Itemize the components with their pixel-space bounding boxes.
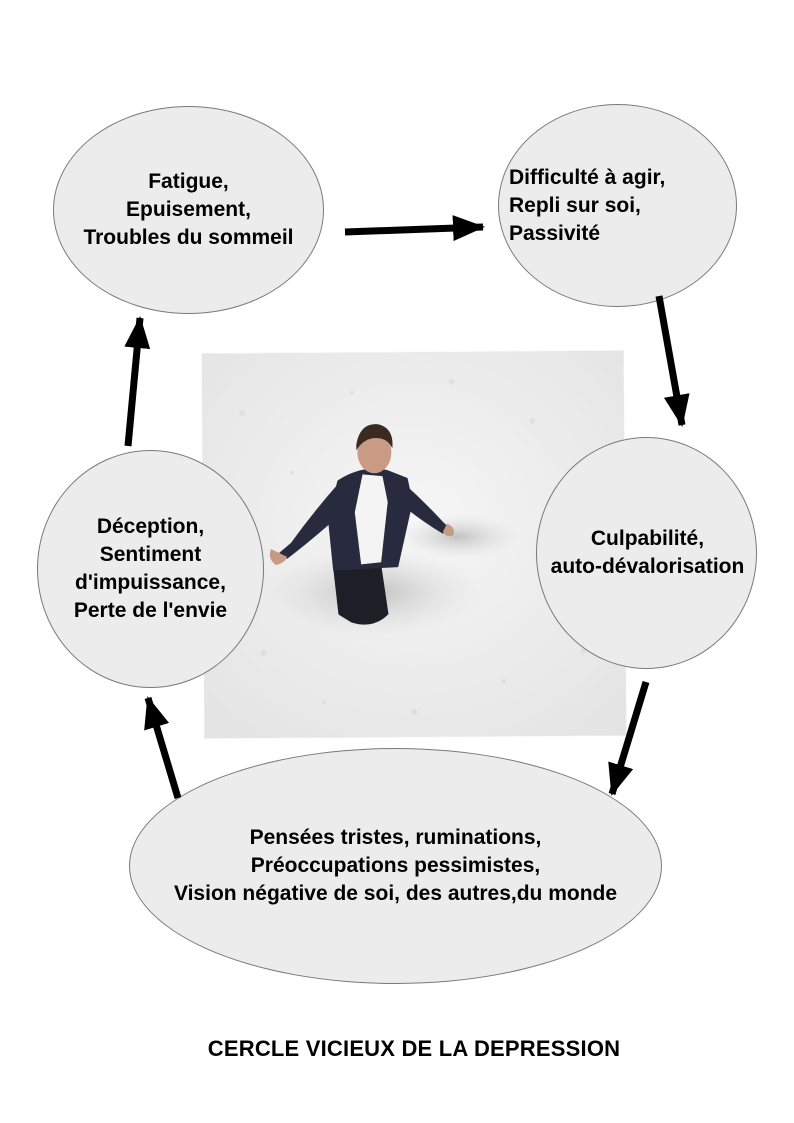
node-deception-line-3: d'impuissance, xyxy=(75,571,226,594)
node-difficulte-line-2: Repli sur soi, xyxy=(509,193,641,217)
central-photo xyxy=(201,350,627,739)
node-deception-line-1: Déception, xyxy=(96,515,205,538)
node-deception: Déception, Sentiment d'impuissance, Pert… xyxy=(37,450,264,688)
node-fatigue-line-2: Epuisement, xyxy=(126,198,251,221)
node-difficulte-label: Difficulté à agir, Repli sur soi, Passiv… xyxy=(509,164,665,248)
node-difficulte-line-1: Difficulté à agir, xyxy=(509,165,666,189)
node-culpabilite: Culpabilité, auto-dévalorisation xyxy=(536,437,757,669)
node-deception-label: Déception, Sentiment d'impuissance, Pert… xyxy=(74,513,227,625)
arrow-culpabilite-to-pensees xyxy=(608,680,650,796)
node-culpabilite-line-1: Culpabilité, xyxy=(590,527,705,550)
node-pensees-label: Pensées tristes, ruminations, Préoccupat… xyxy=(174,824,617,908)
node-pensees-line-3: Vision négative de soi, des autres,du mo… xyxy=(173,882,618,905)
node-deception-line-2: Sentiment xyxy=(99,543,202,566)
node-pensees-line-1: Pensées tristes, ruminations, xyxy=(249,826,542,849)
arrow-pensees-to-deception xyxy=(144,696,182,800)
node-fatigue: Fatigue, Epuisement, Troubles du sommeil xyxy=(53,106,324,314)
node-fatigue-line-1: Fatigue, xyxy=(148,170,229,193)
node-culpabilite-line-2: auto-dévalorisation xyxy=(550,555,745,578)
arrow-difficulte-to-culpabilite xyxy=(655,295,690,427)
node-difficulte: Difficulté à agir, Repli sur soi, Passiv… xyxy=(498,104,737,307)
node-fatigue-line-3: Troubles du sommeil xyxy=(83,226,294,249)
node-pensees-line-2: Préoccupations pessimistes, xyxy=(250,854,541,877)
node-difficulte-line-3: Passivité xyxy=(509,221,601,245)
diagram-title: CERCLE VICIEUX DE LA DEPRESSION xyxy=(207,1036,621,1061)
node-deception-line-4: Perte de l'envie xyxy=(73,599,228,622)
arrow-fatigue-to-difficulte xyxy=(344,215,485,242)
node-pensees: Pensées tristes, ruminations, Préoccupat… xyxy=(129,748,662,984)
node-culpabilite-label: Culpabilité, auto-dévalorisation xyxy=(551,525,745,581)
arrow-deception-to-fatigue xyxy=(124,316,151,447)
node-fatigue-label: Fatigue, Epuisement, Troubles du sommeil xyxy=(83,168,293,252)
